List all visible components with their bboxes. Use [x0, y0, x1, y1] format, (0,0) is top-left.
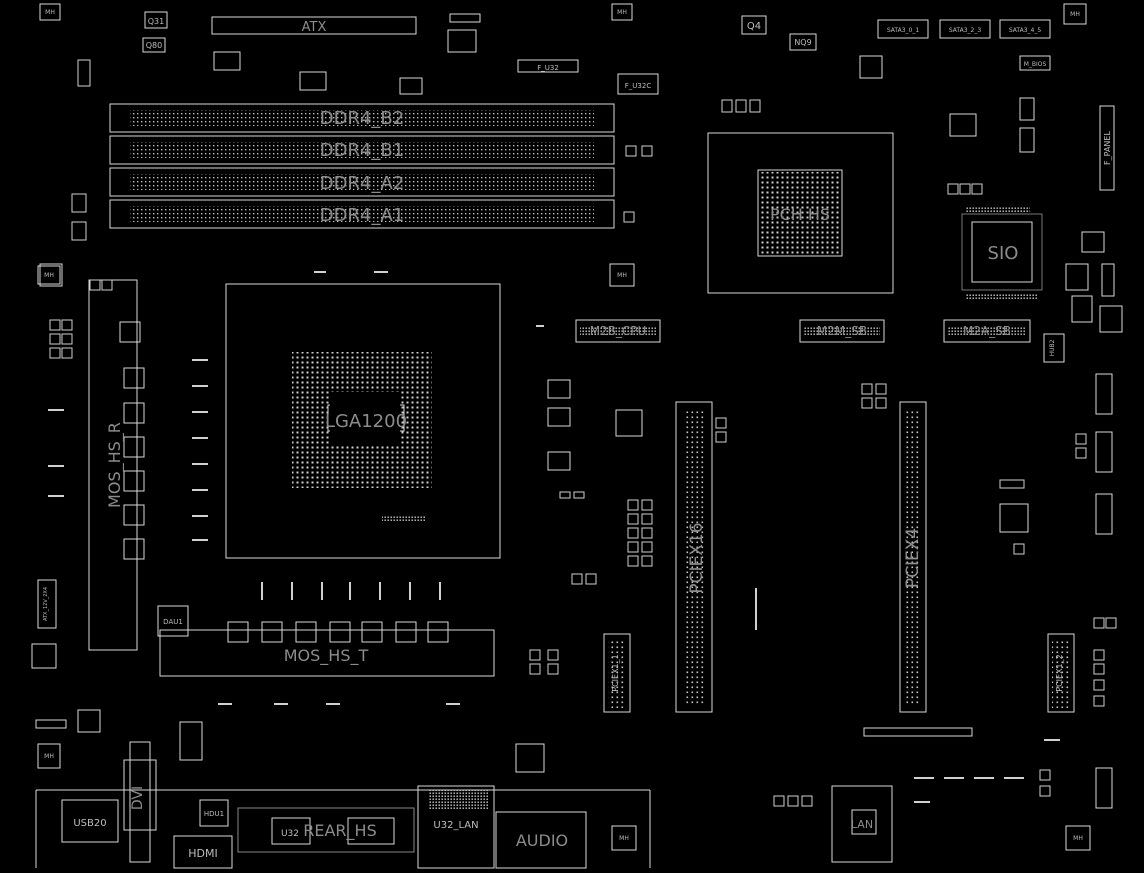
ddr4-b2-label: DDR4_B2 — [320, 108, 404, 129]
sio-chip — [971, 221, 1033, 283]
mos-heatsink-r — [88, 279, 138, 651]
mos-hs-r-label: MOS_HS_R — [105, 422, 125, 508]
pciex1-1-label: PCIEX1_1 — [611, 654, 620, 691]
f-u32-label: F_U32 — [537, 64, 559, 72]
mos-heatsink-t — [159, 629, 495, 677]
hdmi-port — [173, 835, 233, 869]
ddr4-slot-a2 — [109, 167, 615, 197]
atx-connector — [211, 16, 417, 35]
m2b-cpu-label: M2B_CPU — [590, 324, 647, 338]
pciex4-label: PCIEX4 — [903, 528, 923, 588]
atx-12v-label: ATX_12V_2X4 — [43, 587, 49, 621]
u32-lan-port — [417, 785, 495, 869]
pciex4-slot — [899, 401, 927, 713]
audio-label: AUDIO — [516, 831, 568, 850]
sio-label: SIO — [988, 243, 1019, 264]
atx-label: ATX — [302, 20, 327, 35]
sata3-0-1-label: SATA3_0_1 — [887, 27, 919, 34]
mh-label-1: MH — [45, 9, 55, 16]
mh-label-5: MH — [617, 272, 627, 279]
pch-outline — [707, 132, 894, 294]
dvi-port — [129, 741, 151, 863]
mh-label-4: MH — [44, 272, 54, 279]
mh-label-6: MH — [44, 753, 54, 760]
mh-label-7: MH — [619, 835, 629, 842]
u32-label: U32 — [281, 829, 299, 839]
mh-label-2: MH — [617, 9, 627, 16]
usb20-port — [61, 799, 119, 843]
ddr4-a1-label: DDR4_A1 — [320, 205, 404, 226]
usb20-label: USB20 — [73, 818, 106, 829]
ddr4-slot-b2 — [109, 103, 615, 133]
pciex16-slot — [675, 401, 713, 713]
m2b-cpu-connector — [575, 319, 661, 343]
m2a-sb-connector — [943, 319, 1031, 343]
pciex1-2-slot — [1047, 633, 1075, 713]
u32-lan-label: U32_LAN — [433, 820, 478, 831]
ddr4-slot-a1 — [109, 199, 615, 229]
q31-label: Q31 — [148, 17, 164, 26]
f-u32c-label: F_U32C — [625, 82, 652, 90]
cpu-label: LGA1200 — [325, 411, 407, 432]
mos-hs-t-label: MOS_HS_T — [284, 646, 369, 666]
sata3-4-5-label: SATA3_4_5 — [1009, 27, 1041, 34]
hdu1-label: HDU1 — [204, 810, 224, 818]
f-panel-label: F_PANEL — [1103, 131, 1112, 165]
sata3-2-3-label: SATA3_2_3 — [949, 27, 981, 34]
ddr4-a2-label: DDR4_A2 — [320, 173, 404, 194]
ddr4-b1-label: DDR4_B1 — [320, 140, 404, 161]
rear-heatsink — [237, 807, 415, 853]
q80-label: Q80 — [146, 41, 162, 50]
rear-hs-label: REAR_HS — [303, 821, 376, 841]
m2m-sb-label: M2M_SB — [817, 324, 867, 338]
q4-label: Q4 — [747, 21, 761, 32]
mh-label-3: MH — [1070, 11, 1080, 18]
pch-label: PCH HS — [770, 205, 830, 224]
hdmi-label: HDMI — [188, 847, 217, 860]
hub2-label: HUB2 — [1049, 339, 1056, 356]
pciex1-2-label: PCIEX1_2 — [1055, 654, 1064, 691]
dau1-label: DAU1 — [163, 618, 183, 626]
nq9-label: NQ9 — [794, 38, 811, 47]
pciex16-label: PCIEX16 — [687, 522, 707, 593]
m2a-sb-label: M2A_SB — [963, 324, 1011, 338]
pciex1-1-slot — [603, 633, 631, 713]
m2m-sb-connector — [799, 319, 885, 343]
audio-jack — [495, 811, 587, 869]
dvi-label: DVI — [130, 786, 146, 810]
lan-label: LAN — [851, 818, 873, 831]
ddr4-slot-b1 — [109, 135, 615, 165]
cpu-socket — [225, 283, 501, 559]
m-bios-label: M_BIOS — [1024, 61, 1047, 68]
mh-label-8: MH — [1073, 835, 1083, 842]
